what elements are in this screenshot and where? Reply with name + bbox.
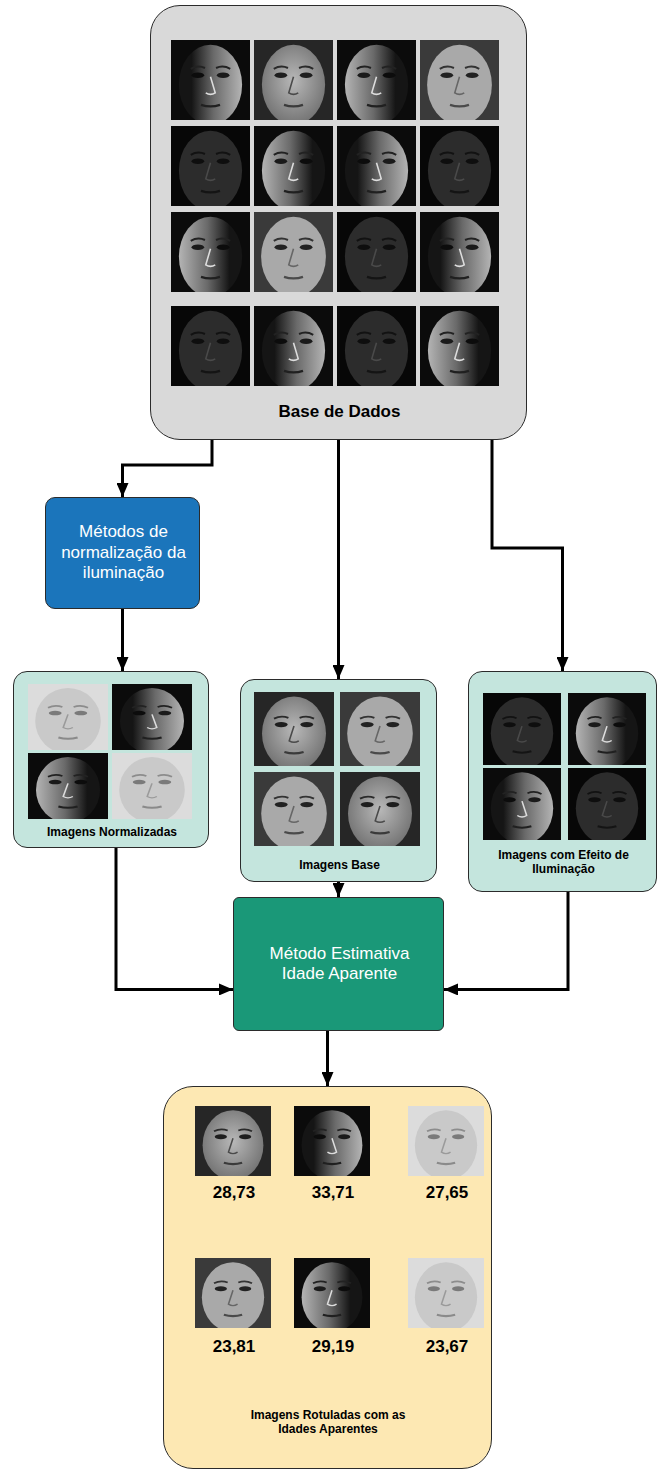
face-photo	[171, 212, 250, 297]
face-photo	[112, 684, 192, 754]
text-slot: Imagens Base	[245, 858, 434, 872]
face-photo	[568, 693, 646, 769]
face-photo	[254, 212, 333, 297]
flow-arrow	[444, 892, 568, 989]
age-value: 23,67	[409, 1337, 485, 1357]
face-photo	[483, 693, 561, 769]
flow-arrow	[116, 848, 233, 989]
node-label: Métodos de normalização da iluminação	[52, 522, 195, 583]
face-photo	[195, 1106, 271, 1180]
image-group: Imagens Normalizadas	[13, 671, 209, 848]
text-slot: Base de Dados	[151, 402, 528, 422]
text-slot: Método Estimativa Idade Aparente	[254, 944, 425, 985]
text-slot: 23,81	[196, 1337, 272, 1357]
node-label: Imagens Rotuladas com as Idades Aparente…	[238, 1408, 418, 1437]
face-photo	[337, 306, 416, 391]
text-slot: 28,73	[196, 1183, 272, 1203]
face-photo	[254, 692, 334, 770]
face-photo	[420, 306, 499, 391]
age-value: 33,71	[295, 1183, 371, 1203]
node-label: Método Estimativa Idade Aparente	[254, 944, 425, 985]
text-slot: Métodos de normalização da iluminação	[52, 522, 195, 583]
face-photo	[254, 772, 334, 850]
face-photo	[420, 126, 499, 211]
text-slot: 27,65	[409, 1183, 485, 1203]
image-group: Imagens com Efeito de Iluminação	[468, 671, 657, 892]
face-photo	[112, 753, 192, 823]
face-photo	[408, 1258, 484, 1332]
age-value: 27,65	[409, 1183, 485, 1203]
node-label: Imagens Normalizadas	[18, 825, 206, 839]
text-slot: Imagens Rotuladas com as Idades Aparente…	[238, 1408, 418, 1437]
flow-arrow	[121, 609, 124, 671]
flow-arrow	[337, 882, 340, 897]
text-slot: Imagens com Efeito de Iluminação	[474, 848, 653, 877]
node-label: Base de Dados	[151, 402, 528, 422]
face-photo	[171, 306, 250, 391]
face-photo	[294, 1258, 370, 1332]
image-group: Imagens Base	[240, 679, 437, 882]
text-slot: 29,19	[295, 1337, 371, 1357]
face-photo	[337, 40, 416, 125]
face-photo	[28, 753, 108, 823]
face-photo	[420, 40, 499, 125]
face-photo	[420, 212, 499, 297]
node-label: Imagens Base	[245, 858, 434, 872]
face-photo	[195, 1258, 271, 1332]
flow-arrow	[326, 1031, 329, 1086]
text-slot: 33,71	[295, 1183, 371, 1203]
face-photo	[294, 1106, 370, 1180]
node-label: Imagens com Efeito de Iluminação	[474, 848, 653, 877]
face-photo	[171, 40, 250, 125]
face-photo	[340, 692, 420, 770]
process-box: Método Estimativa Idade Aparente	[233, 897, 444, 1031]
age-value: 28,73	[196, 1183, 272, 1203]
flow-arrow	[337, 440, 340, 679]
text-slot: Imagens Normalizadas	[18, 825, 206, 839]
face-photo	[337, 212, 416, 297]
face-photo	[337, 126, 416, 211]
process-box: Métodos de normalização da iluminação	[45, 497, 200, 609]
face-photo	[483, 768, 561, 844]
face-photo	[340, 772, 420, 850]
face-photo	[171, 126, 250, 211]
database-panel: Base de Dados	[150, 5, 527, 440]
result-panel: 28,73 33,71 27,65 23,81 29,19 23,67Imagens Ro…	[163, 1086, 492, 1469]
text-slot: 23,67	[409, 1337, 485, 1357]
flow-arrow	[123, 440, 213, 497]
age-value: 29,19	[295, 1337, 371, 1357]
face-photo	[408, 1106, 484, 1180]
face-photo	[568, 768, 646, 844]
flow-arrow	[492, 440, 563, 671]
face-photo	[254, 306, 333, 391]
face-photo	[254, 40, 333, 125]
face-photo	[254, 126, 333, 211]
age-value: 23,81	[196, 1337, 272, 1357]
face-photo	[28, 684, 108, 754]
